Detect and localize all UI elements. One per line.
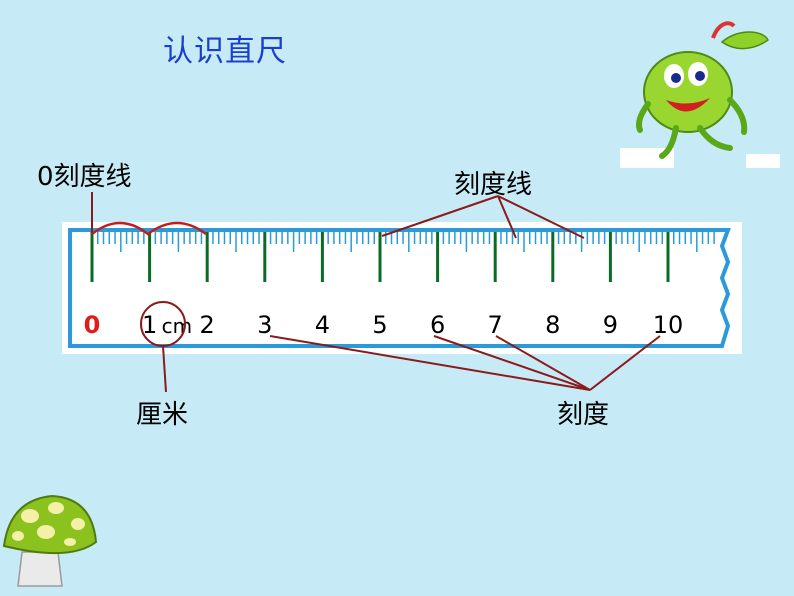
- ruler-number-1: 1: [142, 311, 157, 339]
- ruler-number-8: 8: [545, 311, 560, 339]
- cm-pointer-line: [162, 345, 167, 393]
- ruler-number-4: 4: [315, 311, 330, 339]
- ruler-unit-cm: cm: [162, 314, 192, 338]
- ruler-number-6: 6: [430, 311, 445, 339]
- ruler-frame: [68, 228, 731, 348]
- apple-mascot-icon: [620, 21, 780, 168]
- mushroom-icon: [2, 494, 98, 587]
- centimeter-label: 厘米: [136, 400, 189, 430]
- scale-pointer-10: [589, 335, 661, 391]
- ruler-ticks: [90, 232, 715, 282]
- ruler-number-9: 9: [603, 311, 618, 339]
- cm-interval-arcs: [91, 221, 207, 236]
- ruler-number-0: 0: [84, 311, 101, 339]
- tick-lines-label: 刻度线: [454, 170, 533, 200]
- zero-tick-line-label: 0刻度线: [37, 162, 132, 192]
- tick-line-pointer-2: [497, 195, 517, 239]
- ruler-number-2: 2: [200, 311, 215, 339]
- scale-pointer-7: [495, 335, 591, 391]
- ruler-number-5: 5: [372, 311, 387, 339]
- ruler-number-7: 7: [488, 311, 503, 339]
- ruler-numbers: 0 1 2 3 4 5 6 7 8 9 10 cm: [84, 311, 684, 339]
- ruler-number-10: 10: [653, 311, 684, 339]
- scale-pointer-6: [433, 335, 591, 391]
- ruler-body: [62, 222, 742, 354]
- tick-line-pointer-1: [381, 195, 499, 237]
- ruler-number-3: 3: [257, 311, 272, 339]
- page-title: 认识直尺: [163, 34, 287, 69]
- scale-pointer-3: [269, 335, 591, 391]
- scale-marks-label: 刻度: [557, 400, 610, 430]
- tick-line-pointer-3: [497, 195, 585, 239]
